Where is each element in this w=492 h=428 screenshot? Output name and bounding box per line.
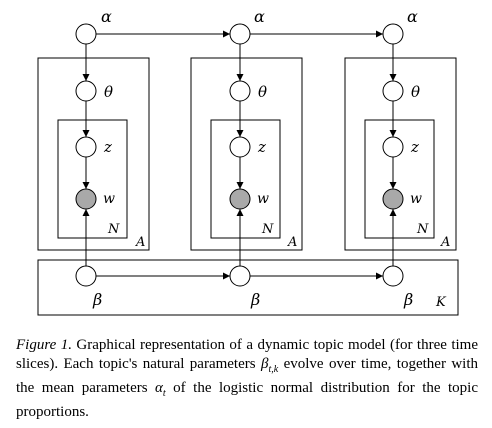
alpha-symbol: α [155,380,163,396]
document-plate-2 [190,57,303,251]
theta-label-2: θ [258,83,267,101]
theta-node-1 [75,80,97,102]
alpha-node-1 [75,23,97,45]
alpha-node-3 [382,23,404,45]
w-label-2: w [257,191,269,207]
alpha-label-3: α [407,7,418,26]
word-plate-1 [57,119,128,239]
caption-text-2: evolve over time, together with the mean… [16,356,478,396]
z-node-2 [229,136,251,158]
w-node-2 [229,188,251,210]
word-plate-2 [210,119,281,239]
a-plate-label-1: A [135,235,145,250]
caption-text-3: of the logistic normal distribution for … [16,380,478,420]
k-plate-label: K [435,295,447,310]
n-plate-label-2: N [261,222,274,237]
w-label-1: w [103,191,115,207]
theta-label-1: θ [104,83,113,101]
alpha-label-1: α [101,7,112,26]
topic-plate [37,259,459,316]
beta-symbol: β [260,356,269,372]
alpha-subscript: t [162,388,166,399]
caption-text-1: Graphical representation of a dynamic to… [16,337,478,372]
beta-label-3: β [403,290,413,309]
w-label-3: w [410,191,422,207]
a-plate-label-3: A [440,235,450,250]
alpha-label-2: α [254,7,265,26]
z-label-2: z [257,138,266,156]
alpha-node-2 [229,23,251,45]
beta-label-1: β [92,290,102,309]
figure-caption: Figure 1. Graphical representation of a … [16,336,478,422]
dynamic-topic-model-diagram: α θ z w N A β α θ z w N A β α θ z w N A … [37,7,459,316]
a-plate-label-2: A [287,235,297,250]
beta-node-1 [75,265,97,287]
w-node-1 [75,188,97,210]
n-plate-label-1: N [107,222,120,237]
theta-node-2 [229,80,251,102]
theta-node-3 [382,80,404,102]
z-node-3 [382,136,404,158]
beta-node-3 [382,265,404,287]
beta-label-2: β [250,290,260,309]
z-label-1: z [103,138,112,156]
beta-subscript: t,k [268,364,279,375]
z-node-1 [75,136,97,158]
z-label-3: z [410,138,419,156]
figure-label: Figure 1. [16,337,72,353]
beta-node-2 [229,265,251,287]
word-plate-3 [364,119,435,239]
theta-label-3: θ [411,83,420,101]
n-plate-label-3: N [416,222,429,237]
document-plate-3 [344,57,457,251]
document-plate-1 [37,57,150,251]
w-node-3 [382,188,404,210]
